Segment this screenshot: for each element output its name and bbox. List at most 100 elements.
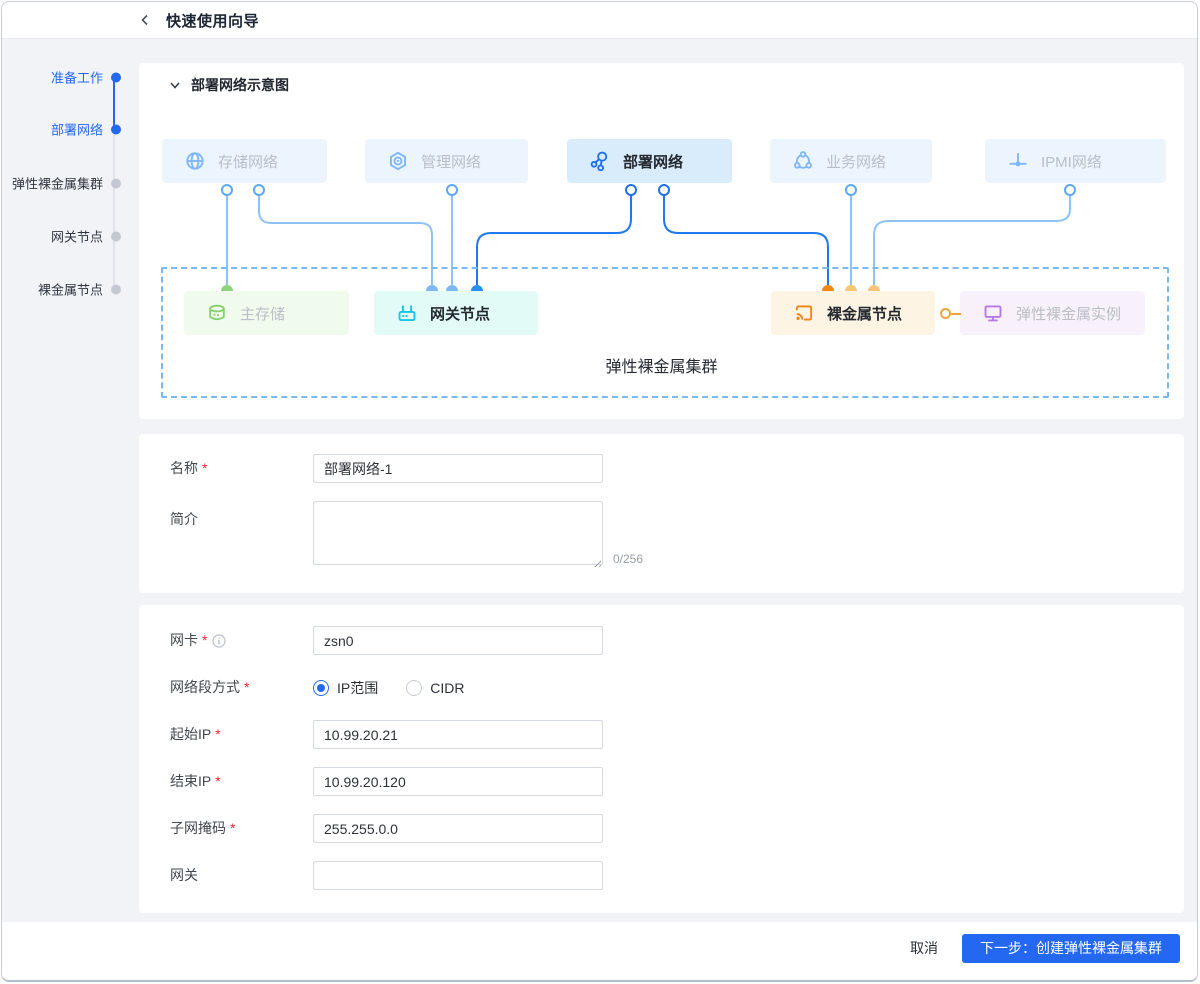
gear-hex-icon	[387, 150, 409, 172]
diagram-section-title: 部署网络示意图	[191, 77, 289, 93]
node-business-network[interactable]: 业务网络	[770, 139, 932, 183]
link-port-icon	[940, 308, 951, 319]
end-ip-label: 结束IP*	[170, 767, 313, 796]
node-label: 裸金属节点	[827, 305, 903, 323]
required-asterisk: *	[244, 679, 250, 695]
cast-icon	[793, 302, 815, 324]
network-form-card: 网卡* 网络段方式* IP范围	[139, 605, 1184, 913]
basic-form-card: 名称* 简介 0/256	[139, 434, 1184, 593]
step-label: 部署网络	[50, 122, 103, 138]
router-icon	[396, 302, 418, 324]
description-label: 简介	[170, 511, 198, 527]
node-management-network[interactable]: 管理网络	[365, 139, 528, 183]
end-ip-input[interactable]	[313, 767, 603, 796]
hub-nodes-icon	[589, 150, 611, 172]
sidebar-step-gateway[interactable]: 网关节点	[51, 227, 121, 246]
sidebar-step-prepare[interactable]: 准备工作	[51, 68, 121, 87]
footer: 取消 下一步：创建弹性裸金属集群	[2, 922, 1197, 980]
port-icon	[658, 184, 670, 196]
tri-nodes-icon	[792, 150, 814, 172]
step-label: 准备工作	[50, 70, 103, 86]
char-counter: 0/256	[613, 552, 644, 566]
port-icon	[625, 184, 637, 196]
start-ip-input[interactable]	[313, 720, 603, 749]
segment-mode-label: 网络段方式*	[170, 673, 313, 702]
chevron-down-icon	[169, 79, 181, 91]
sidebar-step-baremetal[interactable]: 裸金属节点	[38, 280, 121, 299]
cluster-boundary	[161, 267, 1169, 398]
sidebar-step-cluster[interactable]: 弹性裸金属集群	[12, 174, 121, 193]
node-baremetal[interactable]: 裸金属节点	[771, 291, 935, 335]
subnet-mask-label: 子网掩码*	[170, 814, 313, 843]
description-textarea[interactable]	[313, 501, 603, 565]
node-primary-storage[interactable]: 主存储	[184, 291, 349, 335]
step-dot	[111, 124, 121, 134]
cap-icon	[868, 285, 880, 291]
gateway-input[interactable]	[313, 861, 603, 890]
radio-ip-range[interactable]: IP范围	[313, 678, 378, 698]
step-dot	[111, 178, 121, 188]
cap-icon	[845, 285, 857, 291]
ground-pin-icon	[1007, 150, 1029, 172]
wizard-steps: 准备工作 部署网络 弹性裸金属集群 网关节点 裸金属节点	[2, 39, 139, 922]
port-icon	[845, 184, 857, 196]
cap-icon	[471, 285, 483, 291]
required-asterisk: *	[202, 632, 208, 648]
info-icon[interactable]	[212, 633, 227, 648]
steps-track-done	[113, 77, 115, 129]
required-asterisk: *	[230, 820, 236, 836]
step-dot	[111, 284, 121, 294]
required-asterisk: *	[202, 460, 208, 476]
node-label: 管理网络	[421, 153, 482, 171]
node-gateway[interactable]: 网关节点	[374, 291, 538, 335]
node-label: 网关节点	[430, 305, 491, 323]
port-icon	[446, 184, 458, 196]
node-storage-network[interactable]: 存储网络	[162, 139, 327, 183]
step-label: 裸金属节点	[37, 282, 103, 298]
back-chevron-icon	[138, 13, 152, 27]
globe-icon	[184, 150, 206, 172]
cap-icon	[446, 285, 458, 291]
nic-label: 网卡*	[170, 626, 313, 655]
header: 快速使用向导	[2, 2, 1197, 39]
step-label: 弹性裸金属集群	[11, 176, 103, 192]
node-instance[interactable]: 弹性裸金属实例	[960, 291, 1145, 335]
diagram-section-toggle[interactable]: 部署网络示意图	[159, 75, 289, 95]
node-deploy-network[interactable]: 部署网络	[567, 139, 732, 183]
node-label: IPMI网络	[1041, 153, 1102, 171]
monitor-icon	[982, 302, 1004, 324]
node-label: 弹性裸金属实例	[1016, 305, 1122, 323]
sidebar-step-deploy-network[interactable]: 部署网络	[51, 120, 121, 139]
next-step-button[interactable]: 下一步：创建弹性裸金属集群	[962, 933, 1180, 963]
port-icon	[253, 184, 265, 196]
name-label: 名称*	[170, 454, 313, 483]
resize-handle-icon[interactable]	[592, 558, 601, 567]
radio-dot-icon	[313, 679, 329, 696]
step-dot	[111, 231, 121, 241]
node-label: 主存储	[240, 305, 286, 323]
subnet-mask-input[interactable]	[313, 814, 603, 843]
port-icon	[1064, 184, 1076, 196]
required-asterisk: *	[215, 773, 221, 789]
body: 准备工作 部署网络 弹性裸金属集群 网关节点 裸金属节点 部署网络示意图	[2, 39, 1197, 922]
diagram-card: 部署网络示意图 存储网络	[139, 63, 1184, 419]
nic-input[interactable]	[313, 626, 603, 655]
node-label: 部署网络	[623, 153, 684, 171]
cap-icon	[822, 285, 834, 291]
back-button[interactable]	[138, 13, 152, 27]
name-input[interactable]	[313, 454, 603, 483]
step-label: 网关节点	[50, 229, 103, 245]
start-ip-label: 起始IP*	[170, 720, 313, 749]
radio-cidr[interactable]: CIDR	[406, 679, 465, 696]
radio-label: CIDR	[430, 679, 465, 696]
node-label: 存储网络	[218, 153, 279, 171]
cluster-label: 弹性裸金属集群	[605, 359, 718, 376]
cap-icon	[426, 285, 438, 291]
page-title: 快速使用向导	[166, 12, 260, 30]
radio-dot-icon	[406, 679, 423, 696]
cancel-button[interactable]: 取消	[910, 940, 938, 956]
database-icon	[206, 302, 228, 324]
port-icon	[221, 184, 233, 196]
node-ipmi-network[interactable]: IPMI网络	[985, 139, 1166, 183]
